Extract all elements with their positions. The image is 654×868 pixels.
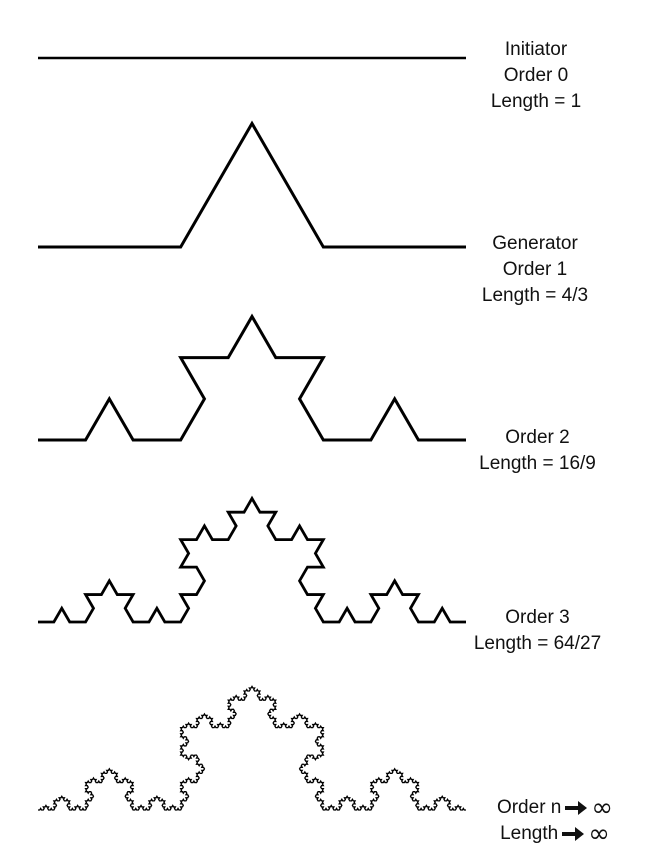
order-2-label: Order 2 Length = 16/9 — [455, 425, 620, 477]
order-1-order: Order 1 — [502, 259, 568, 280]
order-2-order: Order 2 — [505, 427, 570, 448]
koch-order-3-curve — [38, 495, 466, 624]
koch-curve-path — [38, 120, 466, 249]
order-n-row: Order n ∞ — [470, 795, 640, 821]
right-arrow-icon — [565, 801, 588, 815]
order-n-text: Order n — [496, 797, 562, 818]
order-1-length: Length = 4/3 — [481, 285, 589, 306]
order-1-label: Generator Order 1 Length = 4/3 — [460, 231, 610, 309]
right-arrow-icon — [562, 827, 585, 841]
order-3-order: Order 3 — [505, 607, 570, 628]
koch-order-n-curve — [38, 685, 466, 811]
order-1-title: Generator — [492, 233, 578, 254]
order-2-length: Length = 16/9 — [479, 453, 596, 474]
koch-curve-path — [38, 313, 466, 442]
order-3-label: Order 3 Length = 64/27 — [450, 605, 625, 657]
koch-order-0-curve — [38, 56, 466, 60]
order-3-length: Length = 64/27 — [473, 633, 602, 654]
length-n-row: Length ∞ — [470, 821, 640, 847]
koch-curve-path — [38, 495, 466, 624]
order-0-label: Initiator Order 0 Length = 1 — [466, 37, 606, 115]
order-0-order: Order 0 — [503, 65, 569, 86]
order-0-title: Initiator — [504, 39, 568, 60]
order-0-length: Length = 1 — [490, 91, 582, 112]
order-n-infinity: ∞ — [591, 793, 614, 823]
length-n-text: Length — [500, 823, 559, 844]
koch-curve-path — [38, 685, 466, 811]
koch-order-2-curve — [38, 313, 466, 442]
length-n-infinity: ∞ — [588, 819, 610, 849]
order-n-label: Order n ∞ Length ∞ — [470, 795, 640, 847]
koch-order-1-curve — [38, 120, 466, 249]
